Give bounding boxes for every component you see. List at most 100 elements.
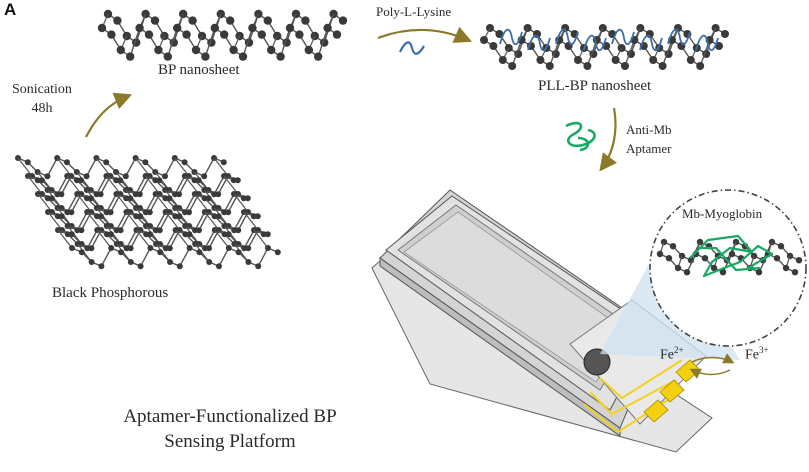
platform-caption-line2: Sensing Platform — [164, 431, 296, 452]
lattice-bond — [243, 211, 259, 231]
platform-caption: Aptamer-Functionalized BP Sensing Platfo… — [60, 404, 400, 454]
phosphorus-atom — [123, 245, 130, 252]
myoglobin-aptamer-complex — [689, 234, 774, 278]
phosphorus-atom — [220, 159, 227, 166]
lattice-bond — [105, 175, 121, 195]
panel-label: A — [4, 0, 17, 19]
phosphorus-atom — [728, 250, 736, 258]
phosphorus-atom — [182, 30, 191, 39]
lattice-bond — [37, 193, 53, 213]
phosphorus-atom — [192, 227, 198, 234]
poly-lysine-squiggle — [399, 41, 425, 55]
phosphorus-atom — [157, 249, 164, 256]
phosphorus-atom — [701, 255, 709, 262]
lattice-bond — [253, 229, 269, 249]
redox-arrow-forward — [691, 353, 735, 364]
phosphorus-atom — [44, 173, 51, 180]
phosphorus-atom — [162, 245, 169, 252]
phosphorus-atom — [172, 213, 179, 220]
phosphorus-atom — [240, 195, 247, 202]
phosphorus-atom — [182, 209, 188, 216]
lattice-bond — [214, 229, 230, 249]
phosphorus-atom — [88, 259, 95, 265]
phosphorus-atom — [162, 195, 169, 202]
phosphorus-atom — [191, 177, 198, 184]
pll-bp-nanosheet-label: PLL-BP nanosheet — [538, 78, 652, 94]
black-phosphorous-label: Black Phosphorous — [52, 285, 169, 301]
phosphorus-atom — [649, 56, 658, 64]
lattice-bond — [135, 229, 151, 249]
phosphorus-atom — [74, 177, 80, 184]
phosphorus-atom — [545, 62, 554, 70]
sonication-label-line2: 48h — [31, 101, 53, 116]
lattice-bond — [27, 175, 235, 196]
contact-pad — [643, 399, 669, 423]
sonication-label: Sonication 48h — [12, 80, 72, 118]
phosphorus-atom — [116, 45, 126, 55]
phosphorus-atom — [480, 36, 488, 44]
phosphorus-atom — [206, 259, 213, 265]
lattice-bond — [155, 193, 171, 213]
phosphorus-atom — [64, 159, 70, 166]
lattice-bond — [165, 211, 181, 231]
phosphorus-atom — [263, 16, 272, 25]
phosphorus-atom — [64, 209, 71, 216]
phosphorus-atom — [665, 255, 673, 262]
phosphorus-atom — [84, 245, 91, 252]
lattice-bond — [213, 157, 229, 177]
phosphorus-atom — [231, 227, 238, 234]
phosphorus-atom — [216, 263, 222, 270]
phosphorus-atom — [211, 213, 218, 220]
lattice-bond — [135, 157, 151, 177]
lattice-bond — [233, 193, 249, 213]
phosphorus-atom — [498, 56, 507, 64]
phosphorus-atom — [107, 30, 116, 39]
phosphorus-atom — [188, 16, 197, 25]
contact-pad — [659, 379, 685, 403]
anti-mb-label-line1: Anti-Mb — [626, 122, 672, 137]
phosphorus-atom — [83, 173, 90, 180]
pll-chain — [583, 34, 607, 52]
phosphorus-atom — [755, 269, 763, 276]
phosphorus-atom — [143, 231, 150, 238]
phosphorus-atom — [211, 191, 218, 198]
fe2-base: Fe — [660, 347, 674, 363]
redox-arrow-back — [689, 368, 731, 379]
lattice-bond — [57, 229, 73, 249]
phosphorus-atom — [260, 231, 267, 238]
phosphorus-atom — [142, 159, 149, 166]
anti-mb-aptamer-label: Anti-Mb Aptamer — [626, 120, 672, 158]
aptamer-squiggle — [565, 121, 596, 152]
phosphorus-atom — [229, 45, 238, 55]
lattice-bond — [184, 175, 200, 195]
phosphorus-atom — [103, 159, 110, 166]
phosphorus-atom — [245, 259, 252, 265]
poly-l-lysine-label: Poly-L-Lysine — [376, 4, 452, 19]
electrode-trace — [599, 359, 683, 400]
phosphorus-atom — [220, 30, 229, 39]
phosphorus-atom — [137, 263, 144, 270]
lattice-bond — [86, 211, 102, 231]
phosphorus-atom — [304, 45, 313, 55]
phosphorus-atom — [238, 52, 248, 61]
lattice-bond — [659, 253, 796, 274]
phosphorus-atom — [274, 249, 281, 256]
phosphorus-atom — [267, 45, 276, 55]
phosphorus-atom — [226, 16, 235, 25]
phosphorus-atom — [719, 269, 727, 276]
phosphorus-atom — [201, 173, 208, 180]
phosphorus-atom — [191, 45, 201, 55]
lattice-bond — [56, 157, 72, 177]
pll-chains — [499, 28, 719, 52]
pll-chain — [527, 34, 551, 52]
phosphorus-atom — [669, 243, 677, 250]
phosphorus-atom — [338, 16, 348, 25]
pll-chain — [499, 28, 523, 46]
mb-myoglobin-label: Mb-Myoglobin — [682, 206, 763, 221]
phosphorus-atom — [508, 62, 517, 70]
phosphorus-atom — [495, 30, 504, 38]
poly-lysine-arrow — [377, 26, 473, 43]
sonication-label-line1: Sonication — [12, 82, 72, 97]
phosphorus-atom — [611, 56, 620, 64]
phosphorus-atom — [78, 249, 85, 256]
